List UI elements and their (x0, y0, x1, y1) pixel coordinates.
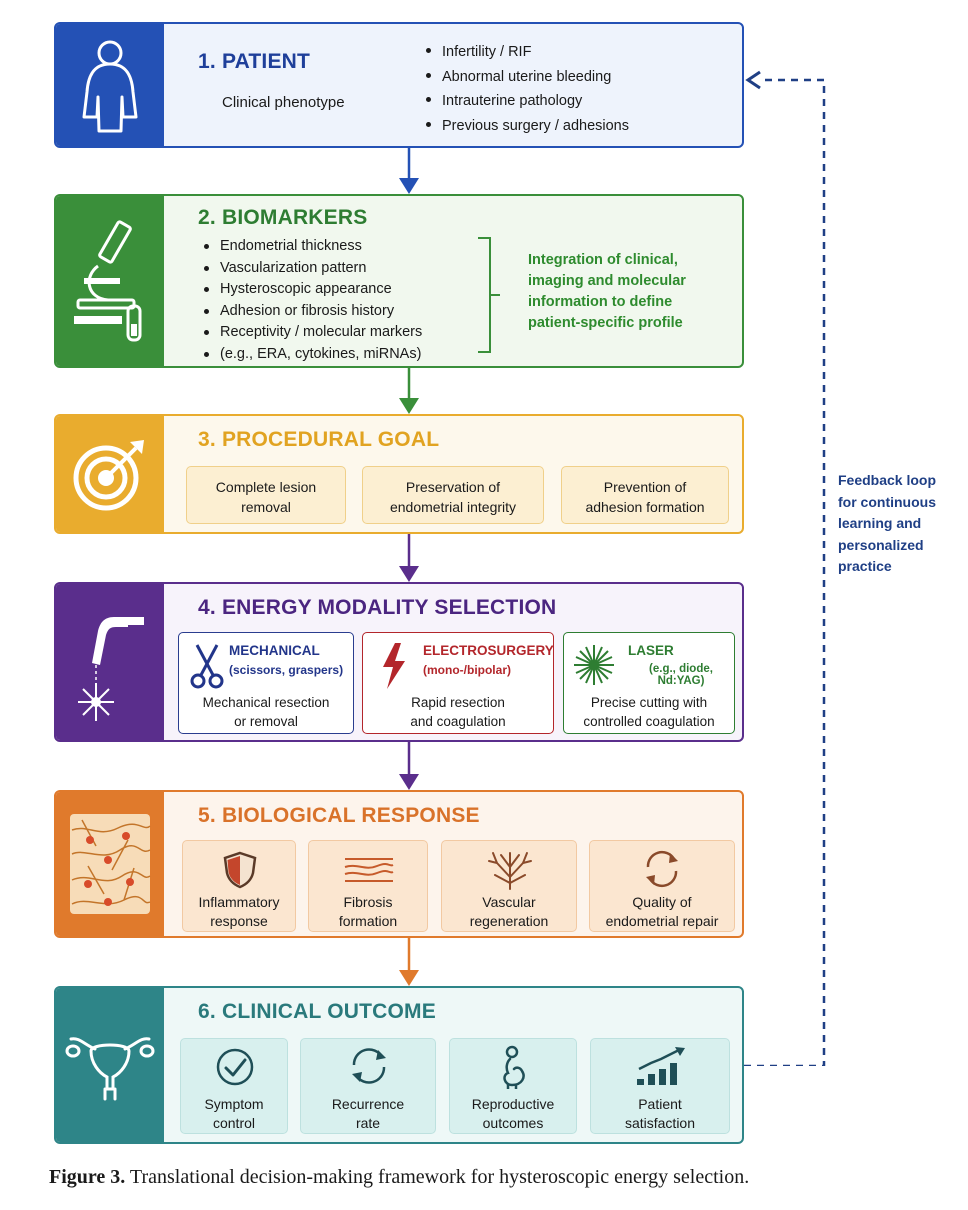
integration-bracket (478, 237, 500, 353)
feedback-loop-label: Feedback loop for continuous learning an… (838, 472, 937, 574)
check-icon (216, 1048, 254, 1086)
response-repair: Quality of endometrial repair (589, 840, 735, 932)
arrow-2-3 (399, 368, 419, 414)
tissue-icon (70, 814, 151, 914)
modality-electrosurgery-detail: (mono-/bipolar) (423, 663, 511, 677)
figure-caption: Figure 3. Translational decision-making … (49, 1166, 749, 1189)
outcome-box: 6. CLINICAL OUTCOME Symptom control Recu… (54, 986, 744, 1144)
response-fibrosis: Fibrosis formation (308, 840, 428, 932)
modality-laser-name: LASER (628, 643, 674, 658)
response-strip (56, 792, 164, 936)
outcome-reproductive: Reproductive outcomes (449, 1038, 577, 1134)
outcome-symptom: Symptom control (180, 1038, 288, 1134)
outcome-satisfaction: Patient satisfaction (590, 1038, 730, 1134)
list-item: Abnormal uterine bleeding (424, 65, 629, 90)
response-inflammatory: Inflammatory response (182, 840, 296, 932)
list-item: Endometrial thickness (202, 236, 422, 258)
list-item: Receptivity / molecular markers (202, 322, 422, 344)
list-item: Intrauterine pathology (424, 89, 629, 114)
integration-text: Integration of clinical, imaging and mol… (528, 252, 686, 331)
goal-title: 3. PROCEDURAL GOAL (198, 428, 440, 451)
laser-burst-icon (574, 645, 614, 685)
patient-subtitle: Clinical phenotype (222, 94, 345, 111)
vessel-icon (488, 852, 532, 890)
goal-box: 3. PROCEDURAL GOAL Complete lesion remov… (54, 414, 744, 534)
goal-box-integrity: Preservation of endometrial integrity (362, 466, 544, 524)
cycle-icon (646, 850, 678, 888)
list-item: Previous surgery / adhesions (424, 114, 629, 139)
modality-electrosurgery-name: ELECTROSURGERY (423, 643, 554, 658)
biomarkers-strip (56, 196, 164, 366)
patient-list: Infertility / RIF Abnormal uterine bleed… (424, 40, 629, 138)
shield-icon (223, 851, 257, 889)
patient-title: 1. PATIENT (198, 50, 311, 73)
list-item: Adhesion or fibrosis history (202, 301, 422, 323)
microscope-icon (74, 220, 142, 342)
modality-mechanical-desc: Mechanical resection or removal (202, 695, 330, 729)
figure-caption-text: Translational decision-making framework … (125, 1166, 750, 1188)
modality-mechanical-detail: (scissors, graspers) (229, 663, 344, 677)
energy-strip (56, 584, 164, 740)
modality-laser-detail: (e.g., diode, Nd:YAG) (649, 663, 713, 687)
figure-label: Figure 3. (49, 1166, 126, 1188)
modality-mechanical: MECHANICAL (scissors, graspers) Mechanic… (178, 632, 354, 734)
laser-probe-icon (78, 617, 144, 721)
uterus-icon (65, 1037, 155, 1101)
goal-box-lesion: Complete lesion removal (186, 466, 346, 524)
modality-electrosurgery-desc: Rapid resection and coagulation (410, 695, 506, 729)
energy-box: 4. ENERGY MODALITY SELECTION MECHANICAL … (54, 582, 744, 742)
outcome-strip (56, 988, 164, 1142)
patient-icon (82, 40, 138, 133)
biomarkers-title: 2. BIOMARKERS (198, 206, 368, 229)
lightning-icon (383, 643, 405, 689)
biomarkers-list: Endometrial thickness Vascularization pa… (202, 236, 422, 365)
modality-mechanical-name: MECHANICAL (229, 643, 320, 658)
feedback-loop-line (744, 70, 826, 1066)
modality-laser: LASER (e.g., diode, Nd:YAG) Precise cutt… (563, 632, 735, 734)
response-box: 5. BIOLOGICAL RESPONSE Inflammatory resp… (54, 790, 744, 938)
fibrosis-icon (344, 858, 394, 882)
scissors-icon (190, 644, 224, 689)
modality-laser-desc: Precise cutting with controlled coagulat… (583, 695, 715, 729)
target-icon (73, 440, 144, 511)
list-item: Infertility / RIF (424, 40, 629, 65)
goal-strip (56, 416, 164, 532)
list-item: Hysteroscopic appearance (202, 279, 422, 301)
patient-box: 1. PATIENT Clinical phenotype Infertilit… (54, 22, 744, 148)
list-item: Vascularization pattern (202, 258, 422, 280)
recurrence-icon (352, 1048, 386, 1084)
arrow-4-5 (399, 742, 419, 790)
outcome-title: 6. CLINICAL OUTCOME (198, 1000, 436, 1023)
energy-title: 4. ENERGY MODALITY SELECTION (198, 596, 557, 619)
growth-chart-icon (637, 1047, 685, 1085)
arrow-1-2 (399, 148, 419, 194)
biomarkers-box: 2. BIOMARKERS Endometrial thickness Vasc… (54, 194, 744, 368)
pregnancy-icon (503, 1045, 525, 1089)
outcome-recurrence: Recurrence rate (300, 1038, 436, 1134)
patient-strip (56, 24, 164, 146)
goal-box-adhesion: Prevention of adhesion formation (561, 466, 729, 524)
response-vascular: Vascular regeneration (441, 840, 577, 932)
modality-electrosurgery: ELECTROSURGERY (mono-/bipolar) Rapid res… (362, 632, 554, 734)
list-item-continuation: (e.g., ERA, cytokines, miRNAs) (202, 344, 422, 366)
arrow-5-6 (399, 938, 419, 986)
arrow-3-4 (399, 534, 419, 582)
response-title: 5. BIOLOGICAL RESPONSE (198, 804, 480, 827)
